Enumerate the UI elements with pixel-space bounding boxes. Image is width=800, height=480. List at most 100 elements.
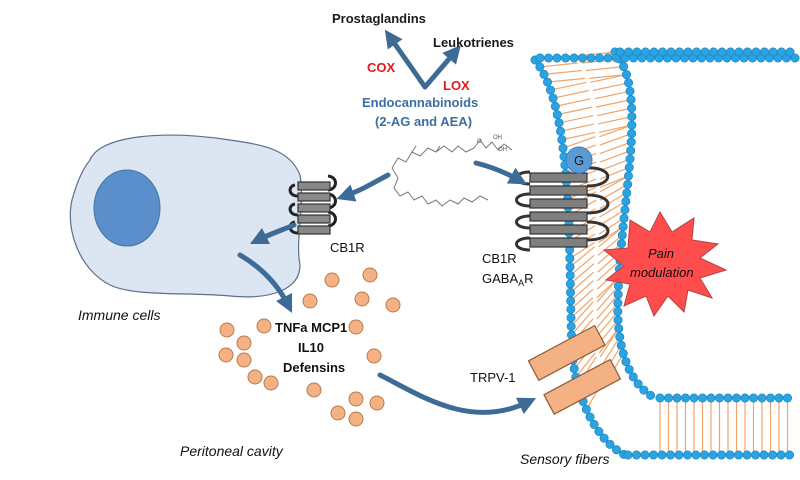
lipid-head <box>548 93 558 103</box>
lipid-head <box>632 47 642 57</box>
lipid-head <box>689 393 699 403</box>
trpv1-channel <box>527 324 622 415</box>
immune-cb1r-receptor <box>288 174 337 235</box>
lipid-head <box>624 163 634 173</box>
trpv1-label: TRPV-1 <box>470 370 516 385</box>
lipid-head <box>767 450 777 460</box>
lipid-head <box>785 47 795 57</box>
pain-starburst <box>602 210 728 318</box>
lipid-head <box>589 419 599 429</box>
lipid-head <box>700 47 710 57</box>
lipid-tail <box>570 288 594 310</box>
lox-label: LOX <box>443 78 470 93</box>
lipid-head <box>759 47 769 57</box>
lipid-head <box>757 393 767 403</box>
lipid-head <box>556 126 566 136</box>
to-immune-arrow <box>336 172 391 202</box>
lipid-tail <box>596 260 621 282</box>
pain-label-line-1: Pain <box>648 246 674 261</box>
lipid-head <box>716 450 726 460</box>
lipid-head <box>623 179 633 189</box>
lipid-head <box>546 85 556 95</box>
lipid-head <box>697 393 707 403</box>
lipid-head <box>585 412 595 422</box>
lipid-head <box>623 171 633 181</box>
lipid-head <box>543 53 553 63</box>
lipid-tail <box>555 98 591 107</box>
lipid-tail <box>597 234 623 256</box>
lipid-head <box>550 101 560 111</box>
lipid-tail <box>561 131 595 141</box>
lipid-head <box>613 281 623 291</box>
lipid-tail <box>599 124 633 138</box>
immune-signal-arrow <box>249 222 297 245</box>
lipid-head <box>626 95 636 105</box>
lipid-tail <box>599 141 632 155</box>
gaba-end: R <box>524 271 533 286</box>
lipid-head <box>621 196 631 206</box>
lipid-head <box>649 47 659 57</box>
lipid-head <box>666 47 676 57</box>
lipid-head <box>665 450 675 460</box>
lipid-head <box>535 53 545 63</box>
lipid-head <box>691 47 701 57</box>
lipid-tail <box>590 74 627 83</box>
lipid-tail <box>599 192 628 210</box>
lipid-tail <box>599 166 630 180</box>
lipid-tail <box>594 90 631 100</box>
lipid-tail <box>547 77 586 83</box>
lipid-head <box>625 86 635 96</box>
lipid-head <box>657 47 667 57</box>
lipid-head <box>682 450 692 460</box>
lipid-tail <box>550 81 587 91</box>
lipid-head <box>565 287 575 297</box>
svg-text:O: O <box>477 139 482 145</box>
cox-label: COX <box>367 60 396 75</box>
mediator-line-3: Defensins <box>283 360 345 375</box>
lipid-head <box>603 53 613 63</box>
lipid-head <box>558 143 568 153</box>
lipid-head <box>623 450 633 460</box>
lipid-head <box>691 450 701 460</box>
lipid-tail <box>557 106 593 116</box>
lipid-head <box>742 450 752 460</box>
lipid-head <box>646 390 656 400</box>
lipid-tail <box>599 200 627 218</box>
lipid-tail <box>569 263 595 285</box>
lipid-tail <box>599 175 629 193</box>
lipid-head <box>640 450 650 460</box>
lipid-head <box>560 53 570 63</box>
lipid-tail <box>596 99 632 108</box>
lipid-tail <box>598 116 632 125</box>
sensory-cb1r-label: CB1R <box>482 251 517 266</box>
lipid-head <box>714 393 724 403</box>
lipid-head <box>717 47 727 57</box>
lipid-head <box>765 393 775 403</box>
lipid-head <box>680 393 690 403</box>
svg-text:OH: OH <box>498 147 507 153</box>
lipid-head <box>624 364 634 374</box>
lipid-tail <box>592 82 629 92</box>
lipid-head <box>663 393 673 403</box>
lipid-head <box>594 53 604 63</box>
lipid-head <box>624 78 634 88</box>
lipid-head <box>751 47 761 57</box>
lipid-head <box>628 372 638 382</box>
lipid-tail <box>599 133 632 146</box>
lipid-head <box>790 53 800 63</box>
lipid-tail <box>597 107 632 117</box>
lipid-tail <box>569 246 595 268</box>
lipid-tail <box>552 89 589 99</box>
lipid-head <box>725 47 735 57</box>
mediator-beads <box>218 267 401 427</box>
leukotrienes-label: Leukotrienes <box>433 35 514 50</box>
lipid-head <box>586 53 596 63</box>
lipid-head <box>674 47 684 57</box>
lipid-head <box>614 323 624 333</box>
lipid-head <box>633 379 643 389</box>
lipid-tail <box>596 285 619 311</box>
lipid-head <box>627 103 637 113</box>
lipid-tail <box>539 62 578 68</box>
lipid-head <box>627 120 637 130</box>
